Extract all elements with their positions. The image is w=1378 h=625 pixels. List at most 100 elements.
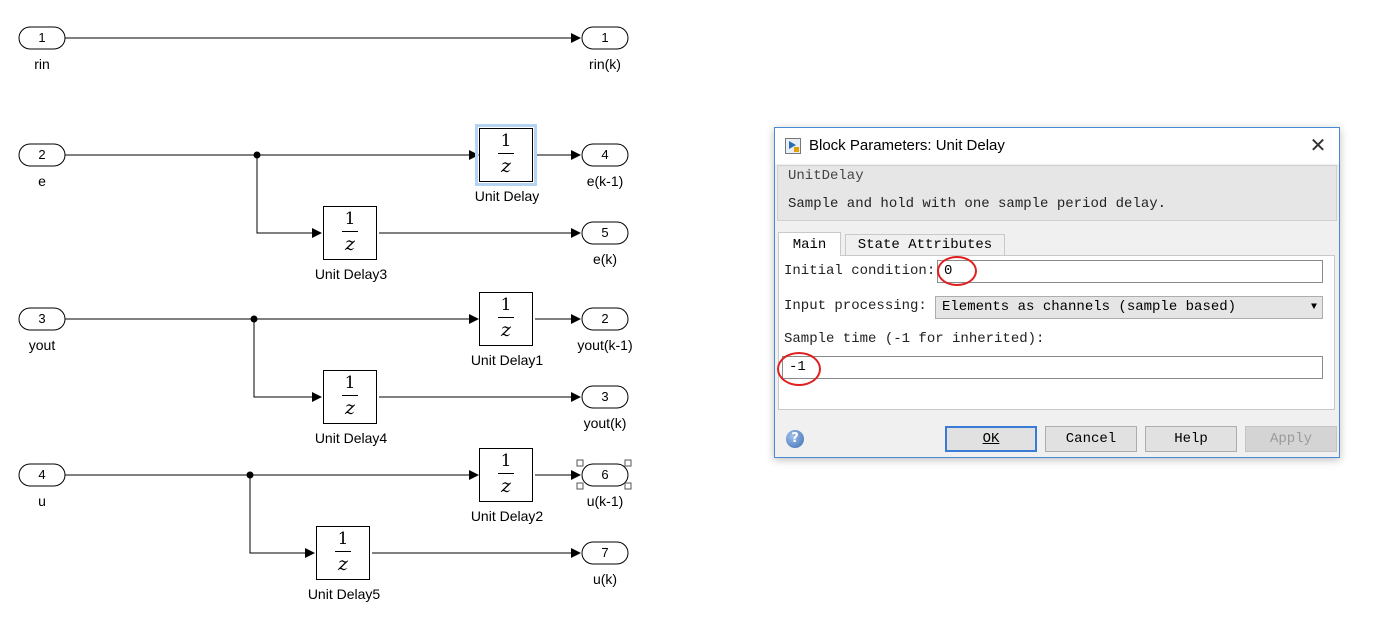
block-numerator: 1 — [337, 529, 349, 549]
block-label[interactable]: Unit Delay5 — [307, 586, 381, 602]
block-denominator: z — [500, 319, 511, 341]
block-denominator: z — [337, 553, 348, 575]
unit-delay4-block[interactable]: 1 z — [323, 370, 377, 424]
inport-label-rin[interactable]: rin — [34, 56, 50, 72]
unit-delay2-block[interactable]: 1 z — [479, 448, 533, 502]
fraction-bar — [342, 231, 358, 232]
selection-handles — [576, 459, 632, 490]
block-description-group: UnitDelay Sample and hold with one sampl… — [777, 165, 1337, 221]
fraction-bar — [335, 551, 351, 552]
outport-label-rin-k[interactable]: rin(k) — [589, 56, 621, 72]
outport-label-u-k[interactable]: u(k) — [592, 571, 618, 587]
sample-time-field[interactable]: -1 — [782, 356, 1323, 379]
signal-line — [249, 475, 315, 558]
sample-time-label: Sample time (-1 for inherited): — [784, 331, 1045, 347]
outport-number[interactable]: 6 — [601, 467, 609, 482]
help-button-label: Help — [1174, 431, 1208, 447]
highlight-circle — [777, 352, 821, 386]
inport-number[interactable]: 3 — [38, 311, 46, 326]
cancel-button-label: Cancel — [1065, 431, 1117, 447]
outport-3-shape — [581, 385, 629, 409]
initial-condition-label: Initial condition: — [784, 263, 936, 279]
outport-number[interactable]: 1 — [601, 30, 609, 45]
tab-state-attributes[interactable]: State Attributes — [845, 234, 1005, 255]
unit-delay-block[interactable]: 1 z — [475, 124, 537, 186]
help-button[interactable]: Help — [1145, 426, 1237, 452]
signal-line — [253, 319, 322, 402]
ok-button[interactable]: OK — [945, 426, 1037, 452]
block-label[interactable]: Unit Delay — [474, 188, 540, 204]
outport-2-shape — [581, 307, 629, 331]
block-denominator: z — [500, 475, 511, 497]
branch-point — [246, 471, 254, 479]
block-label[interactable]: Unit Delay3 — [314, 266, 388, 282]
ok-button-label: OK — [982, 431, 1000, 447]
inport-3-shape — [18, 307, 66, 331]
block-numerator: 1 — [344, 209, 356, 229]
highlight-circle — [937, 256, 977, 286]
fraction-bar — [498, 473, 514, 474]
block-label[interactable]: Unit Delay4 — [314, 430, 388, 446]
input-processing-value: Elements as channels (sample based) — [942, 299, 1237, 315]
dialog-title: Block Parameters: Unit Delay — [809, 137, 1005, 154]
outport-number[interactable]: 4 — [601, 147, 609, 162]
outport-label-e-k-1[interactable]: e(k-1) — [586, 173, 624, 189]
model-canvas[interactable] — [0, 0, 760, 625]
signal-line — [256, 155, 322, 238]
block-label[interactable]: Unit Delay2 — [470, 508, 544, 524]
inport-label-yout[interactable]: yout — [28, 337, 56, 353]
block-numerator: 1 — [500, 131, 512, 151]
chevron-down-icon: ▼ — [1310, 302, 1317, 313]
outport-number[interactable]: 2 — [601, 311, 609, 326]
outport-number[interactable]: 3 — [601, 389, 609, 404]
inport-number[interactable]: 1 — [38, 30, 46, 45]
cancel-button[interactable]: Cancel — [1045, 426, 1137, 452]
fraction-bar — [498, 317, 514, 318]
branch-point — [253, 151, 261, 159]
block-numerator: 1 — [500, 295, 512, 315]
outport-label-yout-k[interactable]: yout(k) — [583, 415, 627, 431]
close-icon[interactable]: ✕ — [1309, 133, 1327, 157]
unit-delay5-block[interactable]: 1 z — [316, 526, 370, 580]
apply-button-label: Apply — [1269, 431, 1312, 447]
outport-6-shape — [581, 463, 629, 487]
block-description: Sample and hold with one sample period d… — [788, 196, 1167, 212]
inport-2-shape — [18, 143, 66, 167]
block-parameters-dialog: Block Parameters: Unit Delay ✕ UnitDelay… — [774, 127, 1340, 458]
block-denominator: z — [344, 233, 355, 255]
apply-button[interactable]: Apply — [1245, 426, 1337, 452]
outport-7-shape — [581, 541, 629, 565]
outport-label-e-k[interactable]: e(k) — [592, 251, 618, 267]
inport-4-shape — [18, 463, 66, 487]
inport-1-shape — [18, 26, 66, 50]
block-numerator: 1 — [344, 373, 356, 393]
branch-point — [250, 315, 258, 323]
help-icon[interactable]: ? — [786, 430, 804, 448]
outport-5-shape — [581, 221, 629, 245]
outport-label-yout-k-1[interactable]: yout(k-1) — [577, 337, 633, 353]
fraction-bar — [342, 395, 358, 396]
simulink-app-icon — [785, 138, 801, 154]
block-denominator: z — [500, 155, 511, 177]
outport-1-shape — [581, 26, 629, 50]
input-processing-label: Input processing: — [784, 298, 927, 314]
block-type-title: UnitDelay — [788, 168, 864, 184]
outport-label-u-k-1[interactable]: u(k-1) — [586, 493, 624, 509]
block-denominator: z — [344, 397, 355, 419]
tab-main[interactable]: Main — [778, 232, 841, 256]
block-numerator: 1 — [500, 451, 512, 471]
block-label[interactable]: Unit Delay1 — [470, 352, 544, 368]
fraction-bar — [498, 153, 514, 154]
inport-label-u[interactable]: u — [38, 493, 46, 509]
inport-label-e[interactable]: e — [38, 173, 46, 189]
inport-number[interactable]: 4 — [38, 467, 46, 482]
outport-number[interactable]: 5 — [601, 225, 609, 240]
outport-4-shape — [581, 143, 629, 167]
unit-delay3-block[interactable]: 1 z — [323, 206, 377, 260]
input-processing-select[interactable]: Elements as channels (sample based) ▼ — [935, 296, 1323, 319]
initial-condition-field[interactable]: 0 — [937, 260, 1323, 283]
inport-number[interactable]: 2 — [38, 147, 46, 162]
unit-delay1-block[interactable]: 1 z — [479, 292, 533, 346]
outport-number[interactable]: 7 — [601, 545, 609, 560]
dialog-titlebar[interactable]: Block Parameters: Unit Delay ✕ — [775, 128, 1339, 164]
